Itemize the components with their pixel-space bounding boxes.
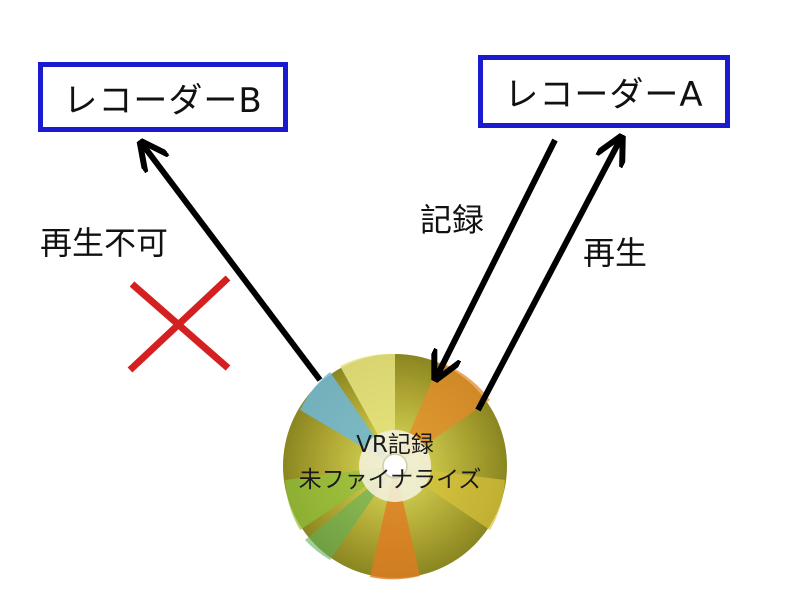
recorder-a-box: レコーダーA [478,55,730,128]
no-play-label: 再生不可 [40,224,169,262]
disc-label-line1: VR記録 [356,432,434,458]
arrow-to-recorder-b [143,145,323,382]
arrow-record [437,138,558,376]
cross-icon [127,275,231,373]
record-label: 記録 [420,201,485,239]
play-label: 再生 [583,234,648,272]
disc-label-line2: 未ファイナライズ [298,467,482,493]
recorder-b-box: レコーダーB [38,62,288,132]
arrow-play [475,140,620,412]
disc-icon [283,353,507,580]
recorder-a-label: レコーダーA [504,75,704,115]
recorder-b-label: レコーダーB [63,80,263,121]
